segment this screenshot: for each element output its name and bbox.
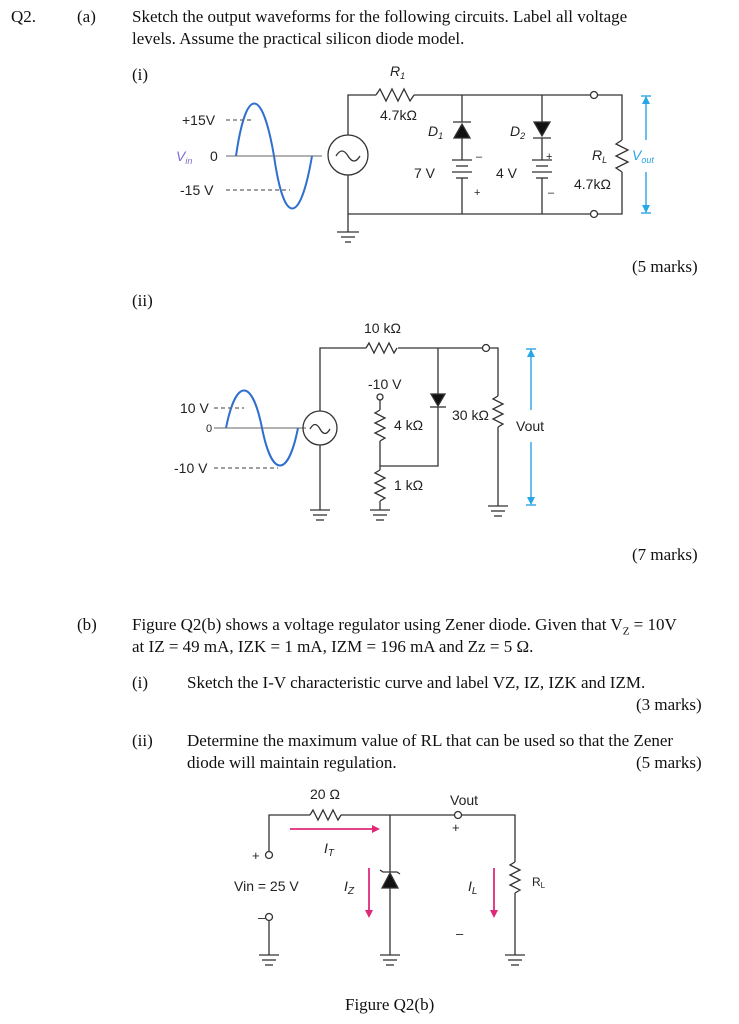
svg-text:-10 V: -10 V	[174, 460, 208, 476]
svg-text:Vout: Vout	[632, 147, 654, 165]
ac-source	[327, 134, 369, 176]
sub-ii-marks: (7 marks)	[632, 545, 698, 564]
svg-text:IZ: IZ	[344, 878, 355, 897]
battery-4v: 4 V	[496, 165, 518, 181]
svg-text:Vout: Vout	[450, 792, 478, 808]
svg-text:+: +	[452, 820, 460, 835]
svg-text:Vout: Vout	[516, 418, 544, 434]
resistor-20ohm	[309, 808, 342, 822]
part-a-label: (a)	[77, 7, 96, 26]
part-b-sub-i-label: (i)	[132, 673, 149, 692]
question-number: Q2.	[11, 7, 37, 26]
svg-text:R1: R1	[390, 63, 405, 81]
svg-text:30 kΩ: 30 kΩ	[452, 407, 489, 423]
input-waveform	[235, 102, 313, 210]
svg-text:+: +	[546, 151, 552, 163]
part-b-sub-ii-text-2: diode will maintain regulation.	[187, 753, 397, 772]
zener-diode	[379, 869, 401, 875]
svg-text:IT: IT	[324, 840, 335, 859]
svg-text:+: +	[474, 187, 480, 199]
svg-text:Vin = 25 V: Vin = 25 V	[234, 878, 299, 894]
svg-text:–: –	[456, 926, 464, 941]
wave-zero-label: 0	[210, 148, 218, 164]
resistor-30k	[491, 395, 505, 428]
svg-text:20 Ω: 20 Ω	[310, 786, 340, 802]
svg-text:10 kΩ: 10 kΩ	[364, 320, 401, 336]
part-b-sub-ii-label: (ii)	[132, 731, 153, 750]
resistor-1k	[373, 469, 387, 502]
svg-text:Vin: Vin	[176, 148, 192, 166]
wave-pos-label: +15V	[182, 112, 216, 128]
svg-text:–: –	[258, 910, 266, 925]
input-waveform-ii	[225, 389, 299, 467]
svg-text:RL: RL	[532, 875, 546, 890]
wave-neg-label: -15 V	[180, 182, 214, 198]
part-b-sub-ii-marks: (5 marks)	[636, 753, 702, 772]
resistor-r1	[375, 87, 415, 103]
diode-d2	[532, 121, 552, 138]
part-a-instruction-2: levels. Assume the practical silicon dio…	[132, 29, 465, 48]
svg-text:–: –	[476, 151, 483, 163]
battery-7v: 7 V	[414, 165, 436, 181]
rl-value: 4.7kΩ	[574, 176, 611, 192]
svg-text:1 kΩ: 1 kΩ	[394, 477, 423, 493]
ac-source-ii	[302, 410, 338, 446]
part-b-intro-2: at IZ = 49 mA, IZK = 1 mA, IZM = 196 mA …	[132, 637, 534, 656]
r1-value: 4.7kΩ	[380, 107, 417, 123]
sub-i-label: (i)	[132, 65, 149, 84]
svg-text:D2: D2	[510, 123, 525, 141]
part-a-instruction-1: Sketch the output waveforms for the foll…	[132, 7, 628, 26]
svg-text:IL: IL	[468, 878, 477, 897]
svg-text:–: –	[548, 187, 555, 199]
svg-text:0: 0	[206, 423, 212, 435]
part-b-sub-i-text: Sketch the I-V characteristic curve and …	[187, 673, 646, 692]
part-b-sub-ii-text-1: Determine the maximum value of RL that c…	[187, 731, 674, 750]
part-b-sub-i-marks: (3 marks)	[636, 695, 702, 714]
svg-text:-10 V: -10 V	[368, 376, 402, 392]
part-b-intro-1: Figure Q2(b) shows a voltage regulator u…	[132, 615, 677, 638]
diode-d1	[452, 122, 472, 139]
resistor-rl-b	[508, 861, 522, 894]
resistor-10k	[365, 341, 398, 355]
diode-ii	[429, 393, 447, 408]
svg-text:+: +	[252, 848, 260, 863]
resistor-4k	[373, 409, 387, 442]
svg-text:D1: D1	[428, 123, 443, 141]
sub-i-marks: (5 marks)	[632, 257, 698, 276]
figure-caption: Figure Q2(b)	[345, 995, 435, 1014]
svg-text:4 kΩ: 4 kΩ	[394, 417, 423, 433]
resistor-rl	[614, 139, 630, 173]
sub-ii-label: (ii)	[132, 291, 153, 310]
svg-text:RL: RL	[592, 147, 607, 165]
svg-text:10 V: 10 V	[180, 400, 209, 416]
part-b-label: (b)	[77, 615, 97, 634]
